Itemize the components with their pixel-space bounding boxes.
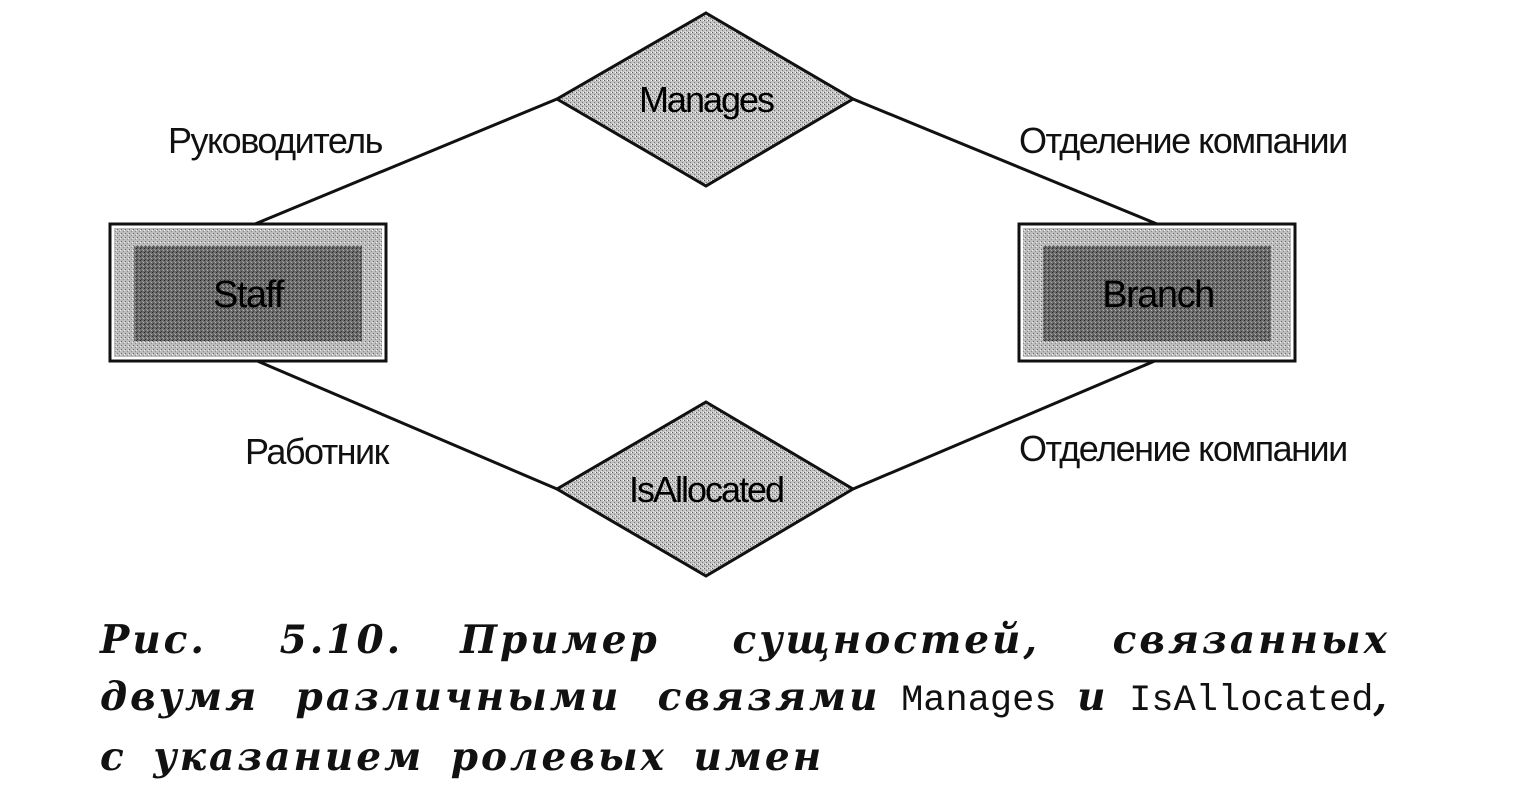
caption-conjunction: и: [1077, 674, 1109, 720]
caption-text-1: Пример сущностей, связанных двумя различ…: [100, 617, 1390, 720]
connector-lines: [254, 97, 1158, 491]
caption-number: Рис. 5.10.: [100, 617, 404, 663]
entity-staff-label: Staff: [213, 274, 285, 316]
caption-text-2: , с указанием ролевых имен: [100, 674, 1390, 780]
role-staff-isallocated: Работник: [245, 431, 390, 472]
relationship-isallocated-label: IsAllocated: [629, 469, 783, 510]
entity-staff: Staff: [108, 222, 388, 363]
line-manages-branch: [852, 97, 1158, 226]
entity-branch: Branch: [1017, 222, 1297, 363]
role-staff-manages: Руководитель: [168, 120, 383, 161]
relationship-isallocated: IsAllocated: [554, 400, 856, 578]
line-staff-manages: [254, 97, 558, 226]
figure-caption: Рис. 5.10. Пример сущностей, связанных д…: [100, 612, 1390, 786]
line-staff-isallocated: [254, 358, 558, 491]
role-branch-manages: Отделение компании: [1019, 120, 1347, 161]
relationship-manages-label: Manages: [639, 79, 774, 120]
caption-term-isallocated: IsAllocated: [1129, 680, 1374, 722]
caption-term-manages: Manages: [901, 680, 1057, 722]
line-isallocated-branch: [852, 358, 1158, 491]
role-branch-isallocated: Отделение компании: [1019, 428, 1347, 469]
relationship-manages: Manages: [554, 11, 856, 188]
entity-branch-label: Branch: [1102, 274, 1213, 316]
